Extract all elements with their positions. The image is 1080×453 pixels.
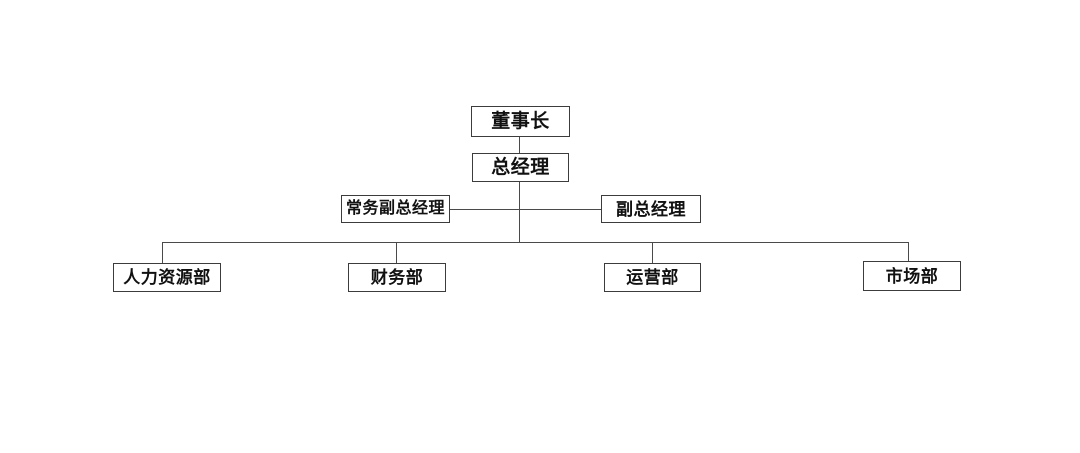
node-marketing-department[interactable]: 市场部 <box>863 261 961 291</box>
node-executive-deputy-gm-label: 常务副总经理 <box>345 200 445 217</box>
connector-gm-trunk <box>518 181 521 243</box>
node-deputy-gm[interactable]: 副总经理 <box>601 195 701 223</box>
node-deputy-gm-label: 副总经理 <box>616 199 686 219</box>
connector-stub-marketing <box>907 242 910 262</box>
node-general-manager-label: 总经理 <box>491 157 550 178</box>
node-hr-department-label: 人力资源部 <box>123 268 211 287</box>
node-general-manager[interactable]: 总经理 <box>472 153 569 182</box>
connector-stub-finance <box>395 242 398 264</box>
connector-department-bus <box>162 241 909 244</box>
node-finance-department-label: 财务部 <box>370 268 424 287</box>
node-hr-department[interactable]: 人力资源部 <box>113 263 221 292</box>
connector-deputy-level-bar <box>449 208 602 211</box>
connector-stub-hr <box>161 242 164 264</box>
node-executive-deputy-gm[interactable]: 常务副总经理 <box>341 195 450 223</box>
node-chairman[interactable]: 董事长 <box>471 106 570 137</box>
node-finance-department[interactable]: 财务部 <box>348 263 446 292</box>
node-marketing-department-label: 市场部 <box>885 266 939 286</box>
node-operations-department[interactable]: 运营部 <box>604 263 701 292</box>
connector-stub-operations <box>651 242 654 264</box>
connector-chairman-to-gm <box>518 136 521 154</box>
node-chairman-label: 董事长 <box>491 111 550 132</box>
node-operations-department-label: 运营部 <box>626 268 679 287</box>
